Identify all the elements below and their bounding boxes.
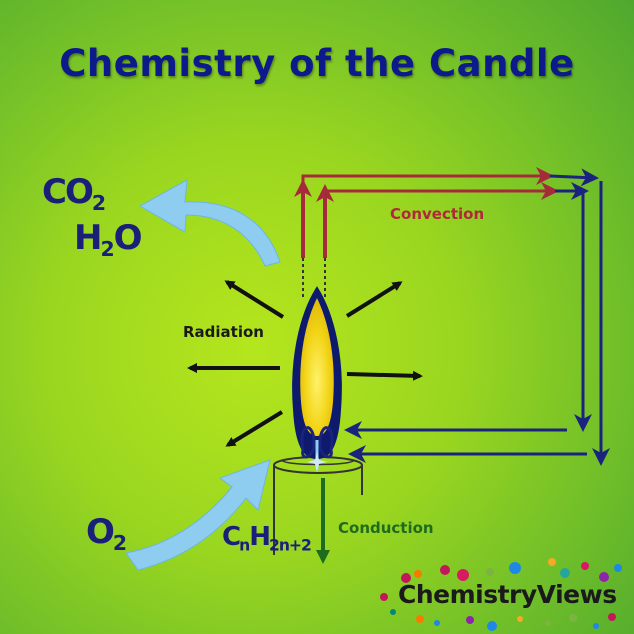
convection-label: Convection	[390, 205, 485, 223]
co2-sub: 2	[91, 191, 106, 216]
o2-formula: O2	[86, 512, 127, 556]
return-flow-arrows	[344, 168, 610, 466]
fuel-c: C	[222, 522, 241, 552]
chemistryviews-logo: ChemistryViews	[398, 580, 617, 609]
page-title: Chemistry of the Candle	[59, 42, 575, 85]
radiation-label: Radiation	[183, 323, 264, 341]
conduction-label: Conduction	[338, 519, 434, 537]
co2-formula: CO2	[42, 172, 106, 216]
fuel-formula: CnH2n+2	[222, 522, 312, 555]
o2-main: O	[86, 512, 115, 552]
convection-arrows	[294, 167, 559, 300]
air-flow-arrows	[125, 179, 281, 571]
h2o-formula: H2O	[74, 218, 143, 262]
logo-dots	[380, 558, 622, 631]
radiation-arrows	[187, 280, 423, 447]
h2o-h: H	[74, 218, 103, 258]
co2-main: CO	[42, 172, 94, 212]
o2-sub: 2	[112, 531, 127, 556]
fuel-h: H	[249, 522, 271, 552]
fuel-h-sub: 2n+2	[268, 536, 312, 555]
candle	[273, 286, 363, 555]
h2o-sub: 2	[100, 237, 114, 262]
h2o-o: O	[113, 218, 143, 258]
fuel-c-sub: n	[239, 536, 250, 555]
